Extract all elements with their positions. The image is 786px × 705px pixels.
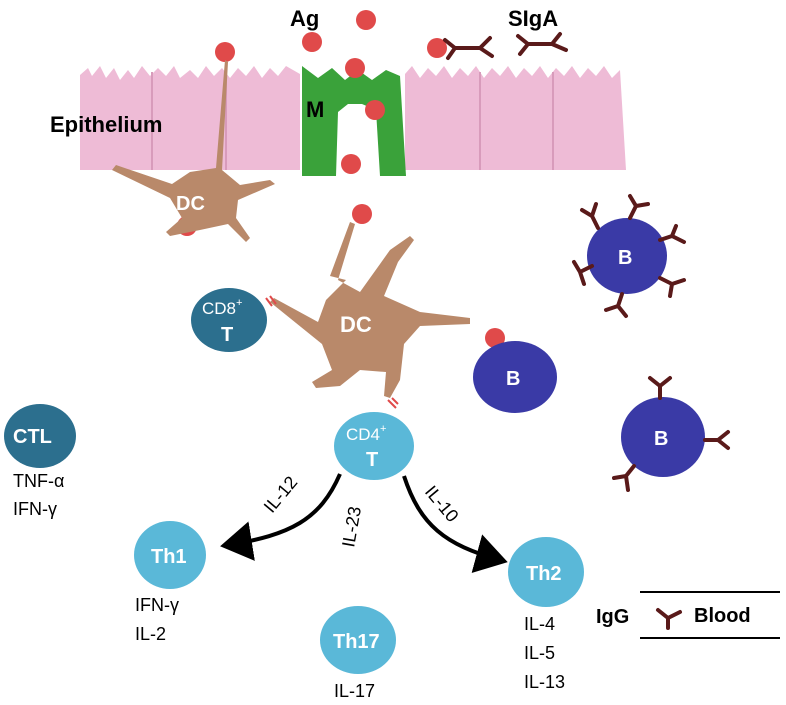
antigen-dot: [365, 100, 385, 120]
il12-label: IL-12: [260, 472, 302, 516]
antigen-dot: [302, 32, 322, 52]
m-cell: [302, 66, 406, 176]
legend-blood-label: Blood: [694, 605, 751, 627]
th17-cytokine: IL-17: [334, 681, 375, 701]
b-cell-right: [621, 397, 705, 477]
legend-igg-label: IgG: [596, 606, 629, 628]
dendritic-cell-center: [270, 222, 470, 398]
b-cell-top: [587, 218, 667, 294]
dc-top-label: DC: [176, 193, 205, 215]
dc-center-label: DC: [340, 312, 372, 337]
th2-cytokine: IL-13: [524, 672, 565, 692]
th2-cell: [508, 537, 584, 607]
b-cell-mid-label: B: [506, 368, 520, 390]
arrow-to-th2: [402, 475, 508, 573]
siga-antibodies: [443, 32, 568, 60]
th2-cytokine: IL-5: [524, 643, 555, 663]
th1-cytokine: IL-2: [135, 624, 166, 644]
epithelium-cells-right: [405, 66, 626, 170]
siga-label: SIgA: [508, 6, 558, 31]
b-cell-right-antibodies: [612, 376, 730, 492]
antigen-dot: [352, 204, 372, 224]
th1-cytokine: IFN-γ: [135, 595, 179, 615]
antigen-dot: [215, 42, 235, 62]
blood-legend: IgG Blood: [596, 591, 780, 639]
b-cell-mid: [473, 341, 557, 413]
th1-cell: [134, 521, 206, 589]
ctl-cytokine: TNF-α: [13, 471, 64, 491]
ctl-cytokine: IFN-γ: [13, 499, 57, 519]
cd4-t-cell: [334, 412, 414, 480]
antigen-dot: [341, 154, 361, 174]
m-cell-label: M: [306, 97, 324, 122]
epithelium-label: Epithelium: [50, 112, 162, 137]
th2-cytokine: IL-4: [524, 614, 555, 634]
cd8-t-cell: [191, 288, 267, 352]
il23-label: IL-23: [338, 505, 365, 549]
epithelium-cells-left: [80, 66, 300, 170]
synapse-marks: [265, 295, 399, 409]
th2-label: Th2: [526, 563, 562, 585]
cd4-t-label: T: [366, 449, 378, 471]
cd8-label: CD8+: [202, 297, 242, 318]
antigen-label: Ag: [290, 6, 319, 31]
th17-cell: [320, 606, 396, 674]
b-cell-top-receptors: [572, 194, 686, 318]
antigen-dot: [356, 10, 376, 30]
cd8-t-label: T: [221, 324, 233, 346]
ctl-cell: [4, 404, 76, 468]
b-cell-right-label: B: [654, 428, 668, 450]
cd4-label: CD4+: [346, 423, 386, 444]
antigen-dot: [485, 328, 505, 348]
arrow-to-th1: [220, 473, 342, 561]
igg-antibody-icon: [656, 608, 682, 630]
b-cell-top-label: B: [618, 247, 632, 269]
antigen-dot: [427, 38, 447, 58]
antigen-dot: [345, 58, 365, 78]
epithelium-layer: [80, 66, 626, 170]
dendritic-cell-top: [112, 60, 275, 242]
ctl-label: CTL: [13, 426, 52, 448]
th17-label: Th17: [333, 631, 380, 653]
th1-label: Th1: [151, 546, 187, 568]
